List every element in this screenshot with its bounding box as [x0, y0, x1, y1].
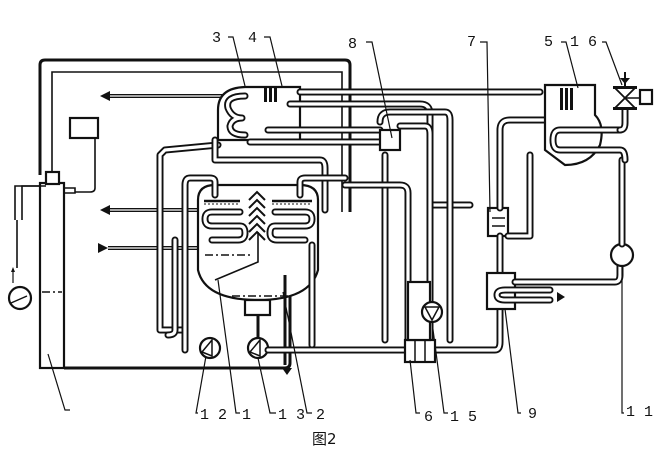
- component-5-evaporator: [543, 83, 629, 167]
- label-5: 5: [544, 34, 553, 51]
- arrow-out-icon: [100, 205, 110, 215]
- component-6: [403, 338, 437, 364]
- component-9-heat-exchanger: [485, 258, 624, 311]
- label-14: 1 5: [450, 409, 477, 426]
- arrow-out-icon: [100, 91, 110, 101]
- label-4: 4: [248, 30, 257, 47]
- component-labels: 3 4 8 7 5 1 6 1 2 1 1 3 2 6 1 5 9 1 1: [200, 30, 653, 426]
- label-15: 1 6: [570, 34, 597, 51]
- bottom-pipes: [264, 306, 504, 354]
- control-box: [68, 116, 100, 193]
- component-11-receiver: [609, 156, 635, 268]
- component-15-valve: [612, 72, 654, 110]
- figure-caption: 图2: [312, 430, 337, 448]
- label-11: 1 1: [626, 404, 653, 421]
- label-1: 1: [242, 407, 251, 424]
- label-2: 2: [316, 407, 325, 424]
- component-1-2-absorber-vessel: [164, 174, 349, 375]
- arrow-in-icon: [98, 243, 108, 253]
- label-8: 8: [348, 36, 357, 53]
- label-6: 6: [424, 409, 433, 426]
- label-13: 1 3: [278, 407, 305, 424]
- component-7: [486, 116, 549, 276]
- label-3: 3: [212, 30, 221, 47]
- separator-chevrons: [248, 190, 266, 241]
- label-7: 7: [467, 34, 476, 51]
- component-14-pump: [406, 280, 444, 342]
- label-9: 9: [528, 406, 537, 423]
- arrow-out-icon: [557, 292, 565, 302]
- label-12: 1 2: [200, 407, 227, 424]
- pump-12: [198, 336, 222, 360]
- pump-left: [7, 267, 33, 311]
- component-8: [341, 108, 454, 344]
- leader-lines: [47, 36, 624, 414]
- pump-13: [246, 336, 270, 360]
